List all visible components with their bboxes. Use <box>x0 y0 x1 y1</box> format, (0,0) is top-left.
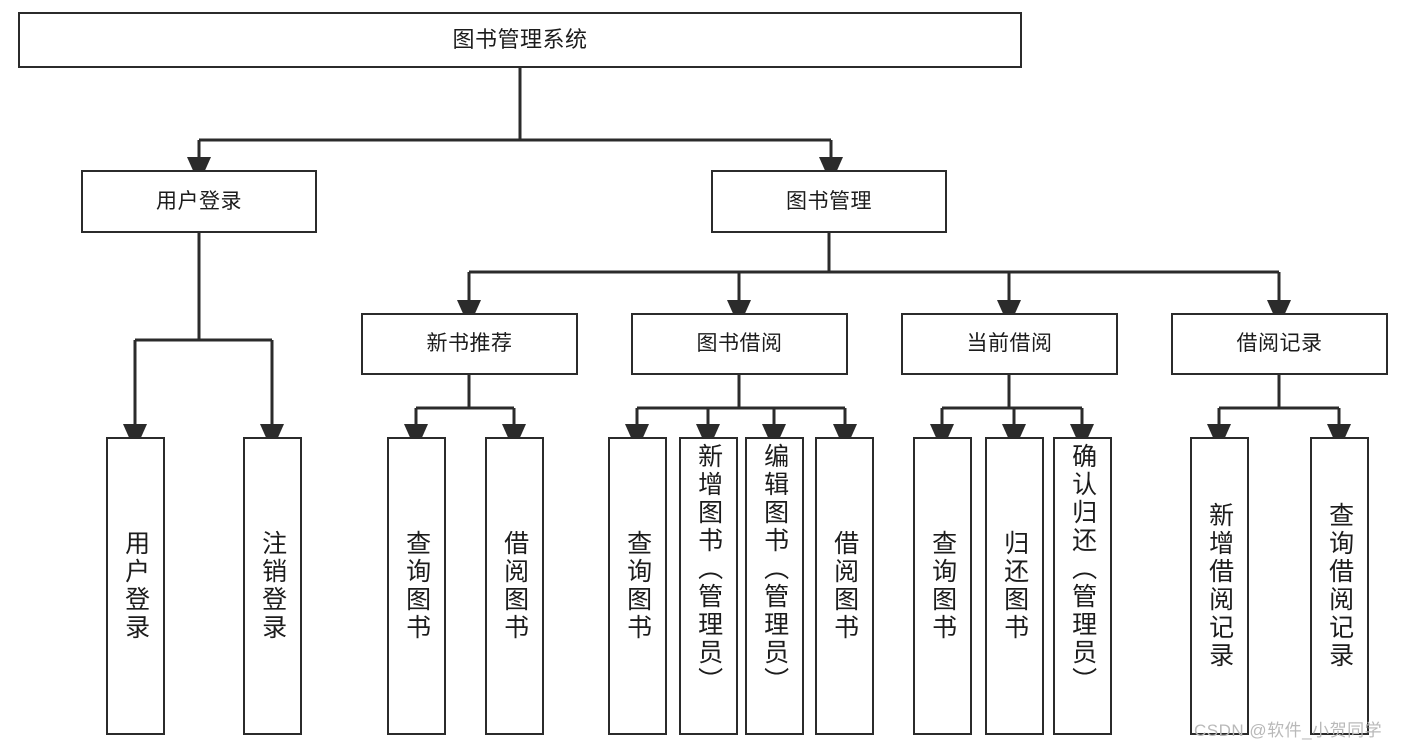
node-user-login[interactable]: 用户登录 <box>81 170 317 233</box>
leaf-confirm-return-admin[interactable]: 确认归还（管理员） <box>1053 437 1112 735</box>
leaf-user-logout[interactable]: 注销登录 <box>243 437 302 735</box>
leaf-query-book-current[interactable]: 查询图书 <box>913 437 972 735</box>
leaf-borrow-book-recommend[interactable]: 借阅图书 <box>485 437 544 735</box>
leaf-add-book-admin[interactable]: 新增图书（管理员） <box>679 437 738 735</box>
leaf-query-book-recommend[interactable]: 查询图书 <box>387 437 446 735</box>
node-current-borrow[interactable]: 当前借阅 <box>901 313 1118 375</box>
leaf-query-book-borrow[interactable]: 查询图书 <box>608 437 667 735</box>
leaf-add-borrow-record[interactable]: 新增借阅记录 <box>1190 437 1249 735</box>
watermark-label: CSDN @软件_小贺同学 <box>1194 721 1383 740</box>
leaf-edit-book-admin[interactable]: 编辑图书（管理员） <box>745 437 804 735</box>
leaf-query-borrow-record[interactable]: 查询借阅记录 <box>1310 437 1369 735</box>
leaf-user-login[interactable]: 用户登录 <box>106 437 165 735</box>
node-root-system[interactable]: 图书管理系统 <box>18 12 1022 68</box>
node-book-management[interactable]: 图书管理 <box>711 170 947 233</box>
leaf-borrow-book[interactable]: 借阅图书 <box>815 437 874 735</box>
node-book-borrow[interactable]: 图书借阅 <box>631 313 848 375</box>
node-borrow-record[interactable]: 借阅记录 <box>1171 313 1388 375</box>
node-new-book-recommend[interactable]: 新书推荐 <box>361 313 578 375</box>
leaf-return-book[interactable]: 归还图书 <box>985 437 1044 735</box>
